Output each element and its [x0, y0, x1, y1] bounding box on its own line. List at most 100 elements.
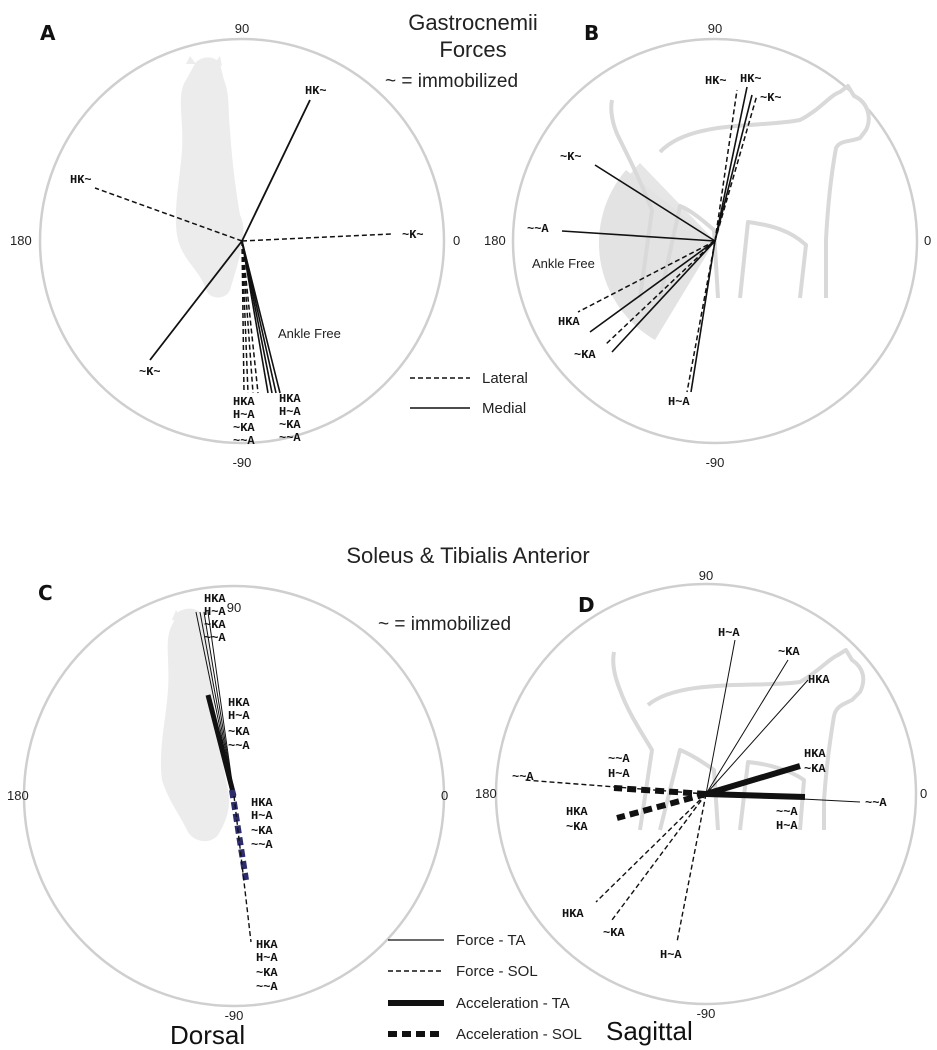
vector-c-force-ta-3 [203, 611, 235, 797]
stack-a-right-1: HKA [279, 392, 301, 406]
vector-c-acc-ta [205, 694, 237, 797]
angle-90-b: 90 [708, 21, 722, 36]
stack-a-left-1: HKA [233, 395, 255, 409]
vector-a-hk-lateral [94, 187, 243, 242]
label-d-ha-bottom: H~A [660, 948, 682, 962]
legend-lateral-label: Lateral [482, 370, 528, 387]
label-d-a-left: ~~A [512, 770, 534, 784]
polar-circle-b [511, 37, 919, 445]
cat-sagittal-outline-d [611, 648, 866, 831]
panel-letter-b: B [584, 21, 599, 45]
cat-dorsal-silhouette-a [175, 56, 244, 298]
stack-c-force-ta-4: ~~A [204, 631, 226, 645]
label-d-hka-bottom: HKA [562, 907, 584, 921]
angle-0-a: 0 [453, 233, 460, 248]
angle-180-a: 180 [10, 233, 32, 248]
vector-b-a-left [561, 230, 716, 242]
label-a-k-medial: ~K~ [139, 365, 161, 379]
label-d-a-acc-sol: ~~A [608, 752, 630, 766]
label-d-hka-acc-ta: HKA [804, 747, 826, 761]
vector-b-medial-1 [589, 240, 716, 333]
label-b-k-left: ~K~ [560, 150, 582, 164]
stack-c-acc-ta-2: H~A [228, 709, 250, 723]
vector-a-k-lateral [241, 233, 393, 242]
legend-force-sol-label: Force - SOL [456, 963, 538, 980]
stack-c-acc-ta-1: HKA [228, 696, 250, 710]
vector-d-acc-ta-2 [705, 791, 806, 800]
angle-90-d: 90 [699, 568, 713, 583]
label-d-ka-bottom: ~KA [603, 926, 625, 940]
ankle-free-label-b: Ankle Free [532, 256, 595, 271]
label-d-ha-acc-sol: H~A [608, 767, 630, 781]
bottom-title-dorsal: Dorsal [170, 1020, 245, 1050]
legend-acc-ta-label: Acceleration - TA [456, 995, 570, 1012]
stack-c-force-ta-1: HKA [204, 592, 226, 606]
panel-d: D 90 180 0 -90 H~A ~KA HKA HKA ~KA ~~A ~… [475, 568, 927, 1046]
angle-0-b: 0 [924, 233, 931, 248]
stack-c-acc-ta-4: ~~A [228, 739, 250, 753]
angle-0-c: 0 [441, 788, 448, 803]
label-b-k-right: ~K~ [760, 91, 782, 105]
label-b-hk-1: HK~ [705, 74, 727, 88]
vector-b-k-lateral [714, 94, 758, 242]
angle-90-a: 90 [235, 21, 249, 36]
stack-c-force-ta-3: ~KA [204, 618, 226, 632]
label-d-ka-top: ~KA [778, 645, 800, 659]
panel-letter-d: D [578, 593, 595, 617]
title-top-line2: Forces [439, 37, 506, 62]
vector-c-acc-sol [229, 789, 249, 881]
vector-d-force-sol-hka [595, 793, 707, 903]
angle-180-d: 180 [475, 786, 497, 801]
stack-c-acc-sol-2: H~A [251, 809, 273, 823]
vector-a-lateral-3 [241, 240, 254, 394]
angle-neg90-d: -90 [697, 1006, 716, 1021]
polar-circle-d [494, 582, 918, 1006]
vector-d-force-sol-ka [611, 793, 707, 921]
vector-d-acc-sol-2 [616, 791, 707, 821]
stack-c-force-ta-2: H~A [204, 605, 226, 619]
vector-d-force-ta-ka [705, 659, 789, 795]
angle-0-d: 0 [920, 786, 927, 801]
vector-a-lateral-2 [241, 240, 249, 394]
label-a-k-lateral: ~K~ [402, 228, 424, 242]
stack-a-right-3: ~KA [279, 418, 301, 432]
angle-180-c: 180 [7, 788, 29, 803]
label-d-hka-acc-sol: HKA [566, 805, 588, 819]
vector-b-medial-2 [611, 240, 716, 353]
stack-a-right-4: ~~A [279, 431, 301, 445]
vector-d-force-ta-hka [705, 679, 809, 795]
vector-d-acc-ta-1 [705, 763, 801, 797]
cat-sagittal-outline-b [609, 84, 871, 299]
angle-neg90-b: -90 [706, 455, 725, 470]
vector-d-acc-sol-1 [613, 785, 707, 797]
stack-c-acc-sol-4: ~~A [251, 838, 273, 852]
panel-letter-a: A [40, 21, 56, 45]
stack-a-left-2: H~A [233, 408, 255, 422]
label-a-hk-medial: HK~ [305, 84, 327, 98]
ankle-free-sector-b-fill [598, 170, 715, 340]
vector-c-force-ta-4 [207, 611, 235, 797]
stack-c-force-sol-2: H~A [256, 951, 278, 965]
label-d-ka-acc-ta: ~KA [804, 762, 826, 776]
angle-180-b: 180 [484, 233, 506, 248]
panel-b: B 90 180 0 -90 HK~ HK~ ~K~ ~K~ ~~A Ankle… [484, 21, 931, 470]
angle-90-c: 90 [227, 600, 241, 615]
label-a-hk-lateral: HK~ [70, 173, 92, 187]
vector-c-force-sol [233, 795, 252, 943]
label-d-a-right: ~~A [865, 796, 887, 810]
legend-force-ta-label: Force - TA [456, 932, 525, 949]
vector-d-force-sol-ha [676, 793, 707, 943]
legend-lateral-medial: Lateral Medial [410, 370, 528, 417]
ankle-free-label-a: Ankle Free [278, 326, 341, 341]
bottom-title-sagittal: Sagittal [606, 1016, 693, 1046]
stack-c-force-sol-4: ~~A [256, 980, 278, 994]
stack-a-left-3: ~KA [233, 421, 255, 435]
title-bottom: Soleus & Tibialis Anterior [346, 543, 589, 568]
vector-b-medial-3 [690, 240, 716, 393]
vector-b-hk-lateral [714, 89, 738, 242]
label-d-hka-top: HKA [808, 673, 830, 687]
title-top-line1: Gastrocnemii [408, 10, 538, 35]
vector-b-lateral-1 [577, 240, 716, 313]
label-d-ha-acc-ta: H~A [776, 819, 798, 833]
